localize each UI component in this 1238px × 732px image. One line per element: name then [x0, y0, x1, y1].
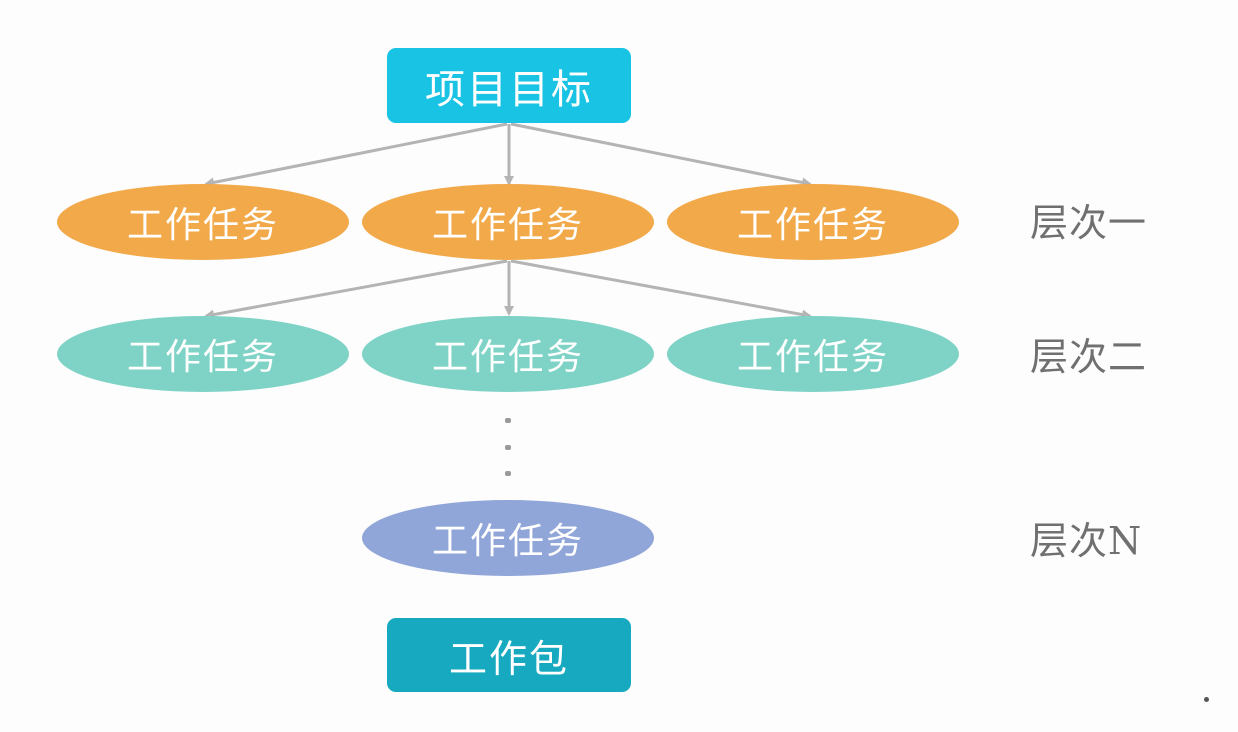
arrow-goal-to-task-1	[204, 122, 508, 188]
level-1-label: 层次一	[1030, 201, 1148, 245]
work-package-node: 工作包	[387, 618, 631, 692]
task-label: 工作任务	[736, 337, 889, 378]
level-2-task-node: 工作任务	[362, 316, 654, 392]
task-label: 工作任务	[431, 337, 584, 378]
project-goal-node: 项目目标	[387, 48, 631, 123]
work-package-label: 工作包	[448, 636, 569, 681]
arrow-task-to-subtask-3	[510, 259, 812, 320]
level-1-task-node: 工作任务	[667, 184, 959, 260]
level-n-label: 层次N	[1030, 519, 1143, 563]
level-2-task-node: 工作任务	[667, 316, 959, 392]
task-label: 工作任务	[431, 205, 584, 246]
ellipsis-dot	[505, 444, 511, 450]
task-label: 工作任务	[736, 205, 889, 246]
level-2-label: 层次二	[1030, 335, 1148, 379]
level-1-task-node: 工作任务	[362, 184, 654, 260]
ellipsis-dot	[505, 471, 511, 476]
level-2-task-node: 工作任务	[57, 316, 349, 392]
continuation-dots	[501, 418, 515, 476]
ellipsis-dot	[505, 418, 511, 423]
task-label: 工作任务	[126, 205, 279, 246]
arrow-goal-to-task-3	[510, 122, 812, 188]
task-label: 工作任务	[126, 337, 279, 378]
level-n-task-node: 工作任务	[362, 500, 654, 576]
task-label: 工作任务	[431, 521, 584, 562]
level-1-task-node: 工作任务	[57, 184, 349, 260]
arrow-task-to-subtask-1	[204, 259, 508, 320]
project-goal-label: 项目目标	[425, 66, 593, 113]
corner-dot	[1204, 697, 1209, 702]
